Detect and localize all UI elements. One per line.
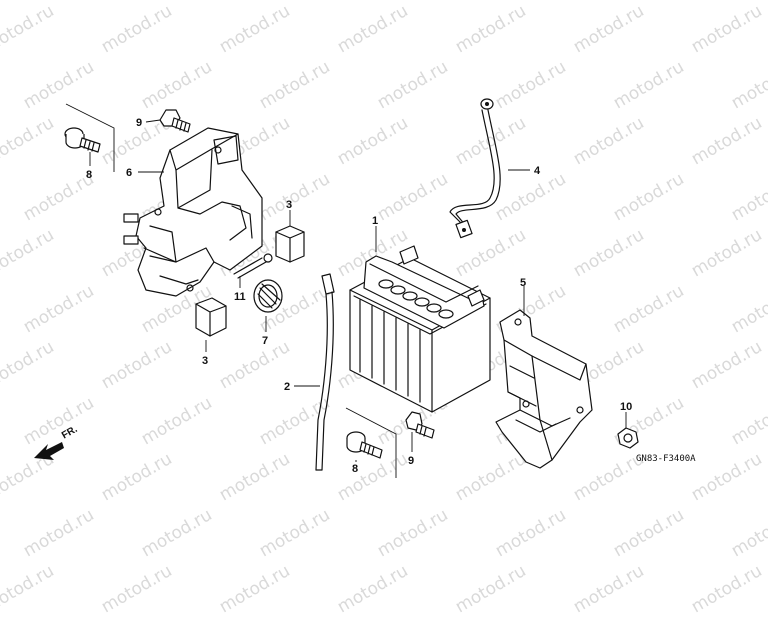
battery-holder <box>495 309 593 469</box>
callout-4: 4 <box>534 165 541 177</box>
callout-8-upper: 8 <box>86 169 92 181</box>
callout-3-lower: 3 <box>202 355 208 367</box>
battery-cell-caps <box>378 279 454 319</box>
callout-1: 1 <box>372 215 378 227</box>
battery-cable <box>449 98 501 239</box>
callout-10: 10 <box>620 401 632 413</box>
callout-8-lower: 8 <box>352 463 358 475</box>
battery-bracket <box>123 127 263 297</box>
callout-11: 11 <box>234 291 246 303</box>
screw-lower <box>405 411 435 439</box>
cushion <box>253 279 283 313</box>
callout-9-upper: 9 <box>136 117 142 129</box>
bolt-lower <box>346 431 383 459</box>
rubber-pad-lower <box>195 297 227 337</box>
callout-6: 6 <box>126 167 132 179</box>
callout-2: 2 <box>284 381 290 393</box>
parts-diagram: 1 2 3 3 4 5 6 7 8 8 9 9 10 11 <box>34 98 639 478</box>
callouts: 1 2 3 3 4 5 6 7 8 8 9 9 10 11 <box>86 117 632 475</box>
battery <box>349 245 491 413</box>
pin <box>233 253 273 279</box>
callout-5: 5 <box>520 277 526 289</box>
bolt-upper <box>64 127 101 153</box>
callout-7: 7 <box>262 335 268 347</box>
breather-tube <box>315 273 335 471</box>
callout-9-lower: 9 <box>408 455 414 467</box>
screw-upper <box>159 109 191 133</box>
diagram-code: GN83-F3400A <box>636 454 696 464</box>
nut <box>617 427 639 449</box>
front-direction-arrow-icon <box>34 442 64 460</box>
callout-3-upper: 3 <box>286 199 292 211</box>
rubber-pad-upper <box>275 225 305 263</box>
